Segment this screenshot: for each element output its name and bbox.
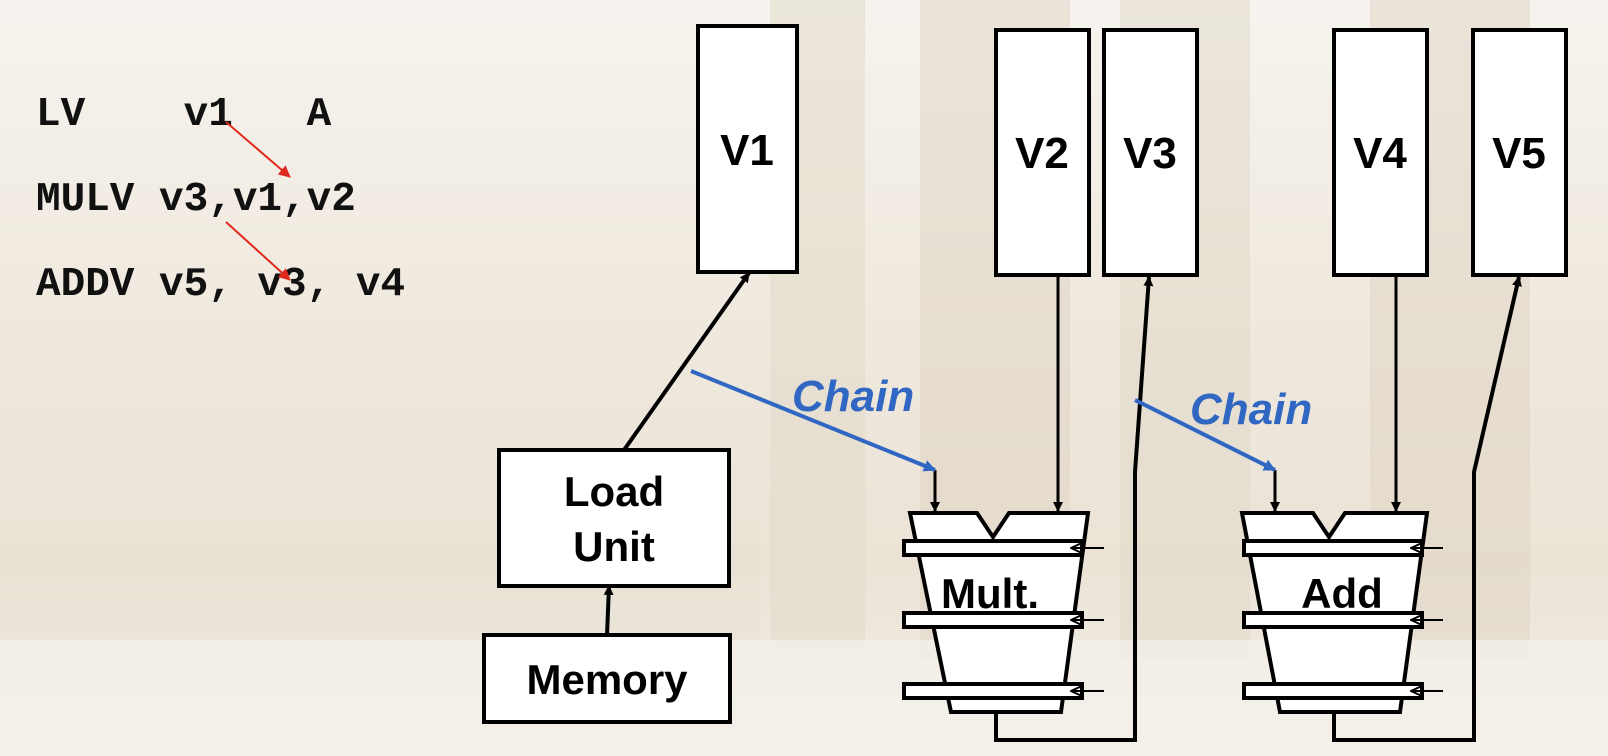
register-v1-label: V1 <box>720 126 774 175</box>
memory-box: Memory <box>482 633 732 724</box>
memory-to-load-arrow <box>603 585 614 636</box>
add-result-to-v5-path <box>1332 276 1522 742</box>
load-unit-box: Load Unit <box>497 448 731 588</box>
chain-label-2: Chain <box>1190 385 1312 434</box>
register-v2: V2 <box>994 28 1091 277</box>
register-v3: V3 <box>1102 28 1199 277</box>
memory-label: Memory <box>526 656 688 703</box>
register-v1: V1 <box>696 24 799 274</box>
load-to-v1-arrow <box>622 271 751 452</box>
add-label: Add <box>1301 570 1383 617</box>
register-v4: V4 <box>1332 28 1429 277</box>
chain-label-1: Chain <box>792 372 914 421</box>
mult-pipeline <box>902 511 1091 714</box>
dependency-arrow-v1 <box>225 121 291 178</box>
mult-result-to-v3-path <box>994 276 1154 742</box>
chain-arrow-2 <box>1134 398 1276 472</box>
register-v3-label: V3 <box>1123 129 1177 178</box>
load-unit-label-line2: Unit <box>573 523 655 570</box>
register-v4-label: V4 <box>1353 129 1407 178</box>
chain-arrow-1 <box>690 369 936 472</box>
code-line-addv: ADDV v5, v3, v4 <box>36 262 406 308</box>
code-line-lv: LV v1 A <box>36 92 332 138</box>
mult-label: Mult. <box>941 570 1039 617</box>
register-v2-label: V2 <box>1015 129 1069 178</box>
load-unit-label-line1: Load <box>564 468 664 515</box>
dependency-arrow-v3 <box>225 221 291 281</box>
register-v5-label: V5 <box>1492 129 1546 178</box>
register-v5: V5 <box>1471 28 1568 277</box>
code-line-mulv: MULV v3,v1,v2 <box>36 177 356 223</box>
